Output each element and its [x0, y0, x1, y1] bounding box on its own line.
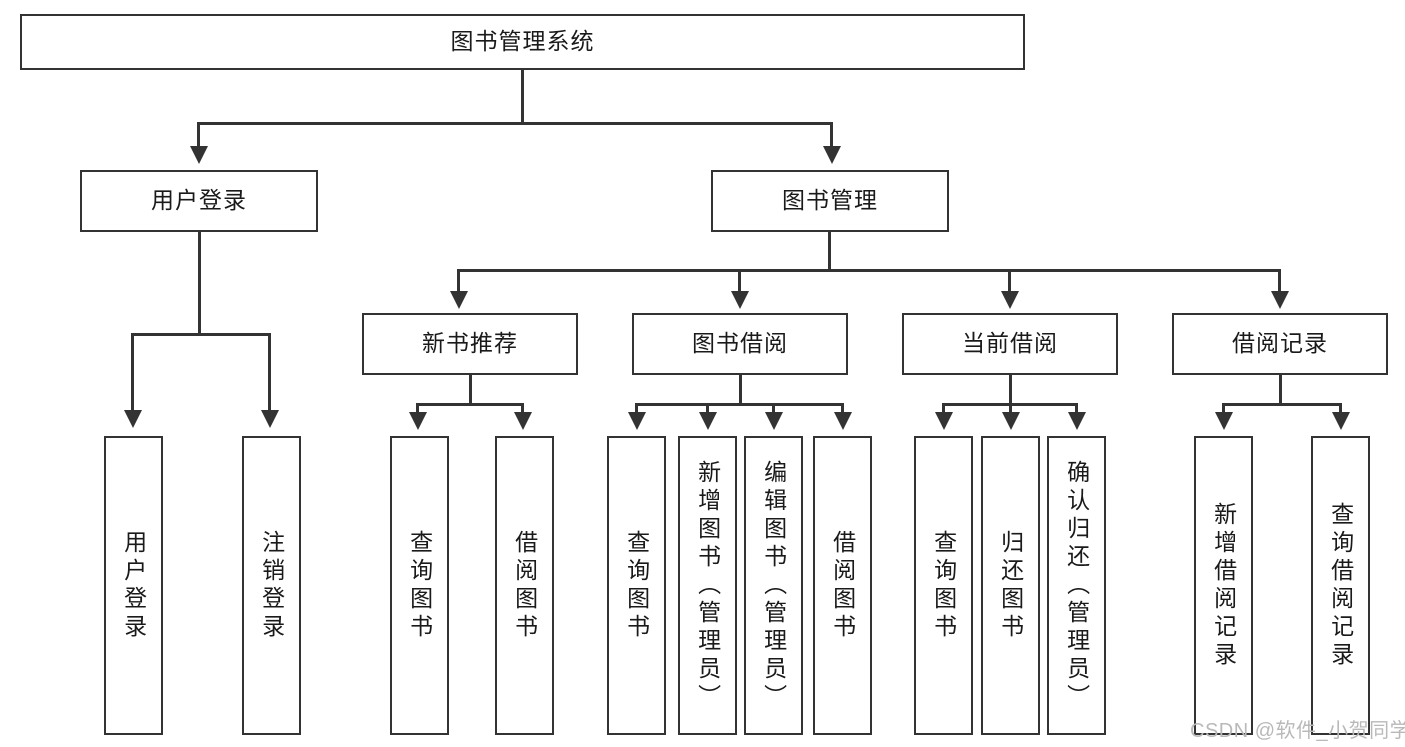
node-label: 当前借阅 — [962, 330, 1058, 357]
node-new-book-recommend[interactable]: 新书推荐 — [362, 313, 578, 375]
node-label: 编辑图书（管理员） — [760, 459, 787, 712]
connector-cb-trunk — [1009, 375, 1012, 405]
node-leaf-bb-borrow-book[interactable]: 借阅图书 — [813, 436, 872, 735]
arrow-to-borrow-record — [1271, 291, 1289, 309]
arrow-cb-to-query-book — [935, 412, 953, 430]
node-label: 新增借阅记录 — [1210, 501, 1237, 670]
node-leaf-nbr-borrow-book[interactable]: 借阅图书 — [495, 436, 554, 735]
node-borrow-record[interactable]: 借阅记录 — [1172, 313, 1388, 375]
node-leaf-user-login[interactable]: 用户登录 — [104, 436, 163, 735]
node-leaf-bb-edit-book[interactable]: 编辑图书（管理员） — [744, 436, 803, 735]
connector-root-bus — [197, 122, 833, 125]
node-root-system[interactable]: 图书管理系统 — [20, 14, 1025, 70]
connector-user-login-to-logout — [268, 333, 271, 413]
connector-level3-bus — [457, 269, 1281, 272]
node-label: 图书管理系统 — [450, 28, 595, 55]
arrow-bb-to-borrow-book — [834, 412, 852, 430]
node-label: 查询图书 — [930, 529, 957, 642]
connector-nbr-to-borrow-book — [521, 403, 524, 415]
node-leaf-bb-add-book[interactable]: 新增图书（管理员） — [678, 436, 737, 735]
arrow-cb-to-return-book — [1002, 412, 1020, 430]
node-current-borrow[interactable]: 当前借阅 — [902, 313, 1118, 375]
connector-bb-to-add-book — [706, 403, 709, 415]
connector-root-to-book-manage — [830, 122, 833, 148]
connector-br-to-query-record — [1339, 403, 1342, 415]
connector-user-login-to-login — [131, 333, 134, 413]
node-label: 查询图书 — [623, 529, 650, 642]
arrow-cb-to-confirm-return — [1068, 412, 1086, 430]
arrow-br-to-query-record — [1332, 412, 1350, 430]
arrow-root-to-book-manage — [823, 146, 841, 164]
arrow-to-book-borrow — [731, 291, 749, 309]
arrow-br-to-add-record — [1215, 412, 1233, 430]
connector-book-manage-trunk — [828, 232, 831, 272]
node-label: 图书借阅 — [692, 330, 788, 357]
connector-cb-to-return-book — [1009, 403, 1012, 415]
node-label: 用户登录 — [120, 529, 147, 642]
connector-bb-trunk — [739, 375, 742, 405]
node-label: 用户登录 — [151, 187, 247, 214]
node-leaf-logout[interactable]: 注销登录 — [242, 436, 301, 735]
connector-root-trunk — [521, 70, 524, 124]
arrow-nbr-to-borrow-book — [514, 412, 532, 430]
arrow-bb-to-edit-book — [765, 412, 783, 430]
connector-br-to-add-record — [1222, 403, 1225, 415]
arrow-to-current-borrow — [1001, 291, 1019, 309]
node-label: 新增图书（管理员） — [694, 459, 721, 712]
node-leaf-br-add-record[interactable]: 新增借阅记录 — [1194, 436, 1253, 735]
node-label: 借阅记录 — [1232, 330, 1328, 357]
arrow-user-login-to-logout — [261, 410, 279, 428]
connector-bb-to-query-book — [635, 403, 638, 415]
connector-cb-to-query-book — [942, 403, 945, 415]
node-label: 归还图书 — [997, 529, 1024, 642]
arrow-nbr-to-query-book — [409, 412, 427, 430]
arrow-bb-to-add-book — [699, 412, 717, 430]
node-label: 借阅图书 — [829, 529, 856, 642]
connector-nbr-bus — [416, 403, 524, 406]
node-user-login[interactable]: 用户登录 — [80, 170, 318, 232]
connector-to-borrow-record — [1278, 269, 1281, 293]
connector-br-bus — [1222, 403, 1341, 406]
node-book-borrow[interactable]: 图书借阅 — [632, 313, 848, 375]
node-leaf-cb-return-book[interactable]: 归还图书 — [981, 436, 1040, 735]
connector-to-current-borrow — [1008, 269, 1011, 293]
connector-cb-to-confirm-return — [1075, 403, 1078, 415]
node-label: 查询借阅记录 — [1327, 501, 1354, 670]
node-label: 注销登录 — [258, 529, 285, 642]
connector-root-to-user-login — [197, 122, 200, 148]
node-label: 查询图书 — [406, 529, 433, 642]
node-label: 新书推荐 — [422, 330, 518, 357]
connector-nbr-trunk — [469, 375, 472, 405]
connector-bb-to-borrow-book — [841, 403, 844, 415]
connector-br-trunk — [1279, 375, 1282, 405]
connector-to-book-borrow — [738, 269, 741, 293]
node-label: 借阅图书 — [511, 529, 538, 642]
connector-to-new-book-recommend — [457, 269, 460, 293]
node-book-manage[interactable]: 图书管理 — [711, 170, 949, 232]
node-leaf-cb-confirm-return[interactable]: 确认归还（管理员） — [1047, 436, 1106, 735]
watermark-text: CSDN @软件_小贺同学 — [1190, 720, 1405, 742]
connector-nbr-to-query-book — [416, 403, 419, 415]
connector-bb-bus — [635, 403, 843, 406]
node-label: 图书管理 — [782, 187, 878, 214]
node-leaf-nbr-query-book[interactable]: 查询图书 — [390, 436, 449, 735]
node-leaf-cb-query-book[interactable]: 查询图书 — [914, 436, 973, 735]
connector-user-login-bus — [131, 333, 271, 336]
arrow-root-to-user-login — [190, 146, 208, 164]
arrow-bb-to-query-book — [628, 412, 646, 430]
arrow-to-new-book-recommend — [450, 291, 468, 309]
node-leaf-bb-query-book[interactable]: 查询图书 — [607, 436, 666, 735]
connector-bb-to-edit-book — [772, 403, 775, 415]
arrow-user-login-to-login — [124, 410, 142, 428]
connector-user-login-trunk — [198, 232, 201, 336]
node-leaf-br-query-record[interactable]: 查询借阅记录 — [1311, 436, 1370, 735]
node-label: 确认归还（管理员） — [1063, 459, 1090, 712]
